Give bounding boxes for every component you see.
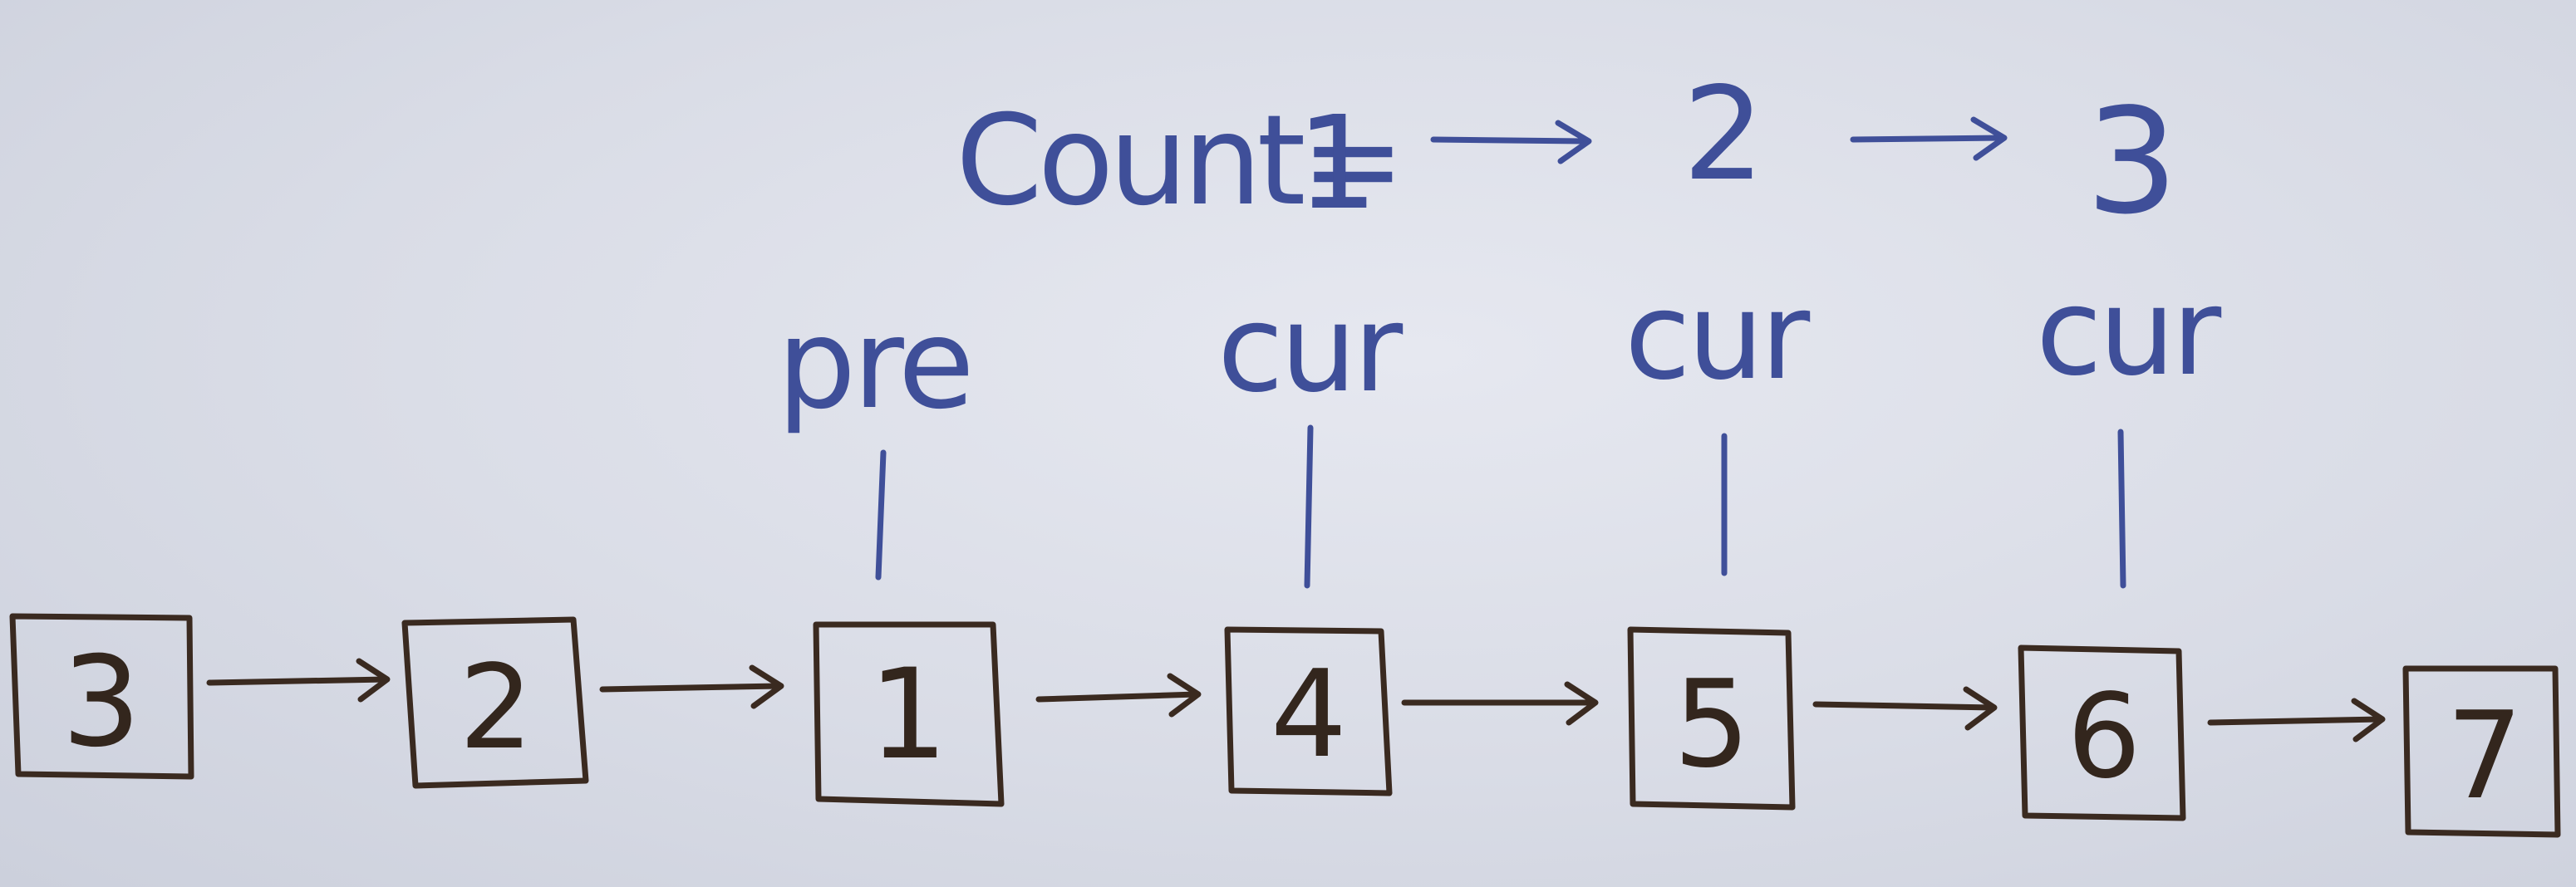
count-value-1: 1 [1296,88,1379,238]
pointer-label-cur-2: cur [1625,267,1811,407]
node-box-1 [9,613,194,780]
pointer-label-cur-1: cur [1217,279,1404,419]
node-value-6: 6 [2067,669,2141,805]
node-value-4: 4 [1271,644,1347,785]
count-value-2: 2 [1683,59,1765,209]
pointer-label-pre: pre [777,292,971,437]
node-box-2 [401,616,589,789]
node-box-5 [1627,626,1796,811]
count-value-3: 3 [2086,78,2178,247]
link-arrow-6 [2207,698,2386,742]
pointer-line-cur-3 [2117,429,2126,589]
node-box-4 [1224,626,1393,796]
node-box-3 [813,621,1005,807]
link-arrow-1 [206,658,391,703]
count-arrow-1 [1430,120,1592,164]
link-arrow-5 [1812,686,1998,731]
node-value-7: 7 [2446,686,2523,826]
node-boxes [9,613,2561,838]
node-value-5: 5 [1674,654,1750,795]
pointer-line-pre [875,449,887,581]
pointer-line-cur-1 [1304,424,1314,589]
count-label: Count= [956,89,1400,233]
link-arrow-2 [599,664,784,709]
node-box-6 [2018,644,2186,821]
link-arrow-3 [1035,673,1202,718]
pointer-label-cur-3: cur [2036,262,2222,403]
node-value-3: 1 [868,643,947,787]
node-values: 3 2 1 4 5 6 7 [61,630,2523,826]
node-value-1: 3 [61,630,140,775]
node-box-7 [2402,665,2561,838]
node-value-2: 2 [459,640,533,776]
pointer-lines [875,424,2126,589]
pointer-labels: pre cur cur cur [777,262,2225,437]
link-arrow-4 [1401,681,1599,726]
count-arrow-2 [1850,116,2008,161]
link-arrows [206,658,2386,742]
count-row: Count= 1 2 3 [956,59,2178,247]
